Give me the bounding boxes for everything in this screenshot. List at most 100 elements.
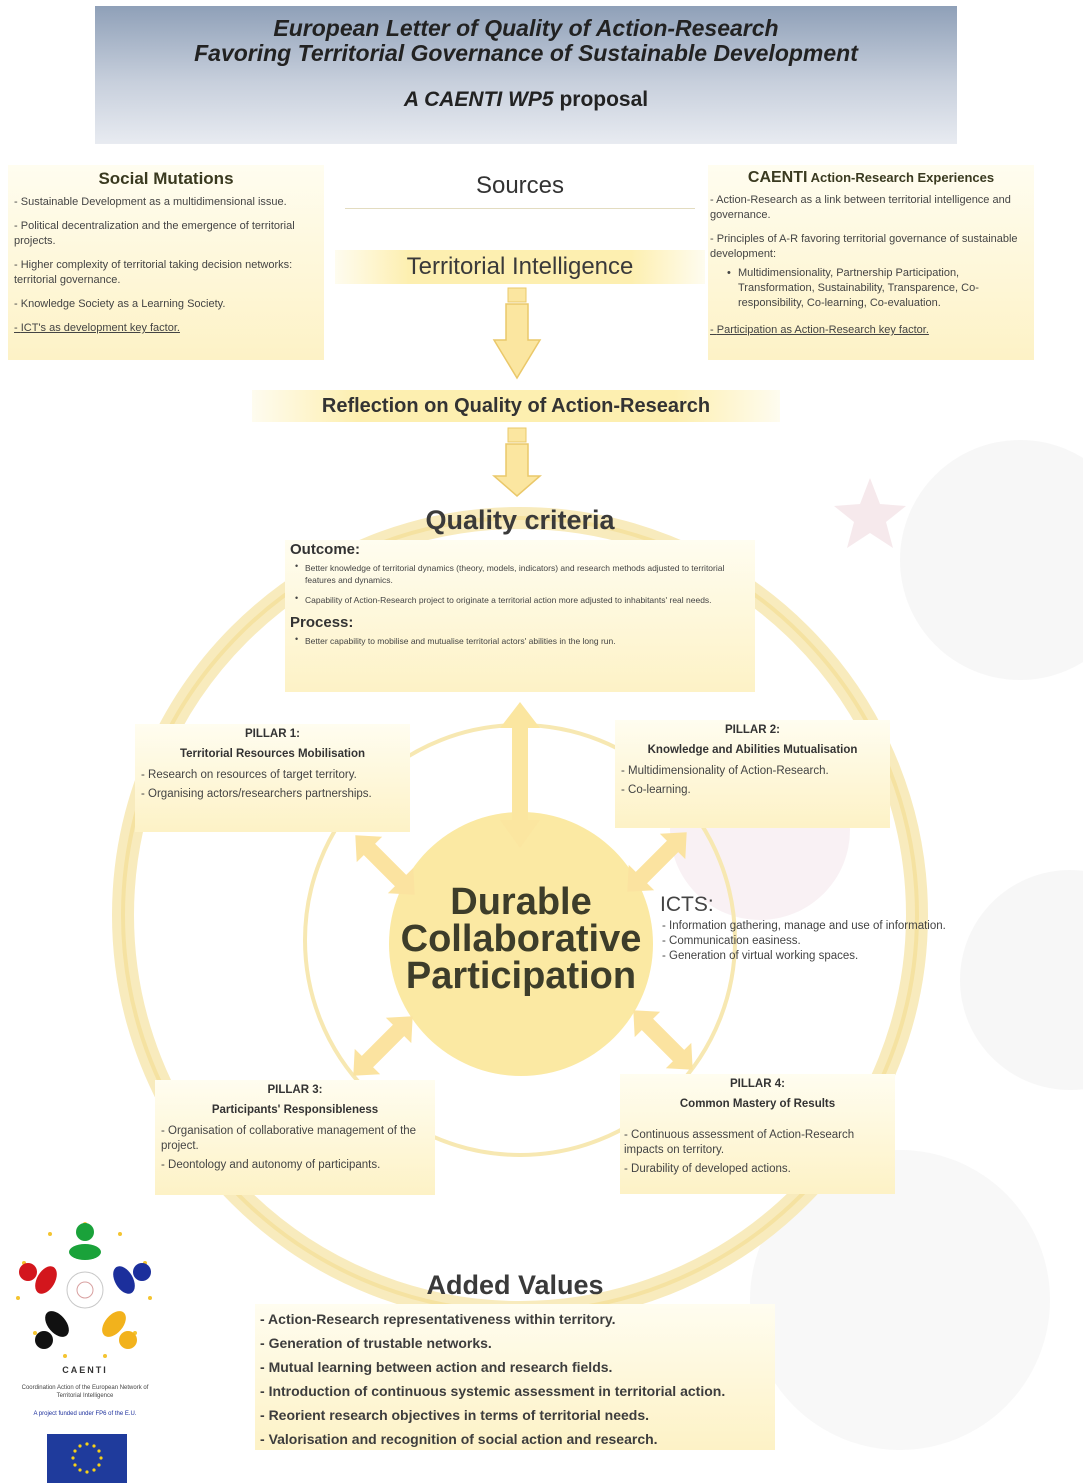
list-item: Action-Research representativeness withi…	[260, 1307, 775, 1331]
added-values-list: Action-Research representativeness withi…	[260, 1307, 775, 1451]
header-title: European Letter of Quality of Action-Res…	[95, 16, 957, 66]
bullet-icon: •	[727, 267, 731, 279]
reflection-label: Reflection on Quality of Action-Research	[252, 390, 780, 422]
list-item: Principles of A-R favoring territorial g…	[710, 232, 1026, 262]
list-item: Better capability to mobilise and mutual…	[291, 633, 735, 647]
caenti-sub-item-text: Multidimensionality, Partnership Partici…	[738, 267, 979, 309]
header-banner: European Letter of Quality of Action-Res…	[95, 6, 957, 144]
list-item: Action-Research as a link between territ…	[710, 193, 1026, 223]
caenti-sub-item: • Multidimensionality, Partnership Partic…	[727, 266, 1016, 311]
pillar-1-panel: PILLAR 1: Territorial Resources Mobilisa…	[135, 724, 410, 832]
center-circle	[389, 812, 653, 1076]
list-item: Higher complexity of territorial taking …	[14, 258, 316, 288]
list-item: Generation of trustable networks.	[260, 1331, 775, 1355]
quality-criteria-panel: Outcome: Better knowledge of territorial…	[285, 540, 755, 692]
center-title: Durable Collaborative Participation	[388, 881, 654, 997]
list-item: Capability of Action-Research project to…	[291, 592, 735, 606]
arrow-pillar3	[353, 1016, 413, 1076]
bg-blob-gray	[900, 440, 1083, 680]
added-values-panel: Action-Research representativeness withi…	[255, 1304, 775, 1450]
list-item: Organising actors/researchers partnershi…	[141, 787, 402, 802]
list-item: Co-learning.	[621, 783, 882, 798]
social-mutations-title: Social Mutations	[98, 169, 234, 188]
list-item: Valorisation and recognition of social a…	[260, 1427, 775, 1451]
logo-name: CAENTI	[62, 1365, 108, 1375]
bg-star	[834, 478, 906, 548]
pillar-2-list: Multidimensionality of Action-Research. …	[621, 764, 882, 798]
list-item: Deontology and autonomy of participants.	[161, 1158, 427, 1173]
arrow-pillar2	[627, 832, 687, 892]
title-line-1: European Letter of Quality of Action-Res…	[273, 15, 779, 41]
list-item: Reorient research objectives in terms of…	[260, 1403, 775, 1427]
caenti-logo-icon	[16, 1222, 152, 1358]
proposal-label: A CAENTI WP5 proposal	[95, 88, 957, 112]
pillar-1-number: PILLAR 1:	[245, 728, 300, 740]
caenti-list: Action-Research as a link between territ…	[710, 193, 1026, 262]
pillar-2-panel: PILLAR 2: Knowledge and Abilities Mutual…	[615, 720, 890, 828]
list-item: Research on resources of target territor…	[141, 768, 402, 783]
social-mutations-list: Sustainable Development as a multidimens…	[14, 195, 316, 336]
pillar-2-number: PILLAR 2:	[725, 724, 780, 736]
caenti-title-main: CAENTI	[747, 169, 808, 186]
outcome-label: Outcome:	[290, 541, 361, 558]
pillar-4-name: Common Mastery of Results	[679, 1098, 836, 1110]
territorial-intelligence-label: Territorial Intelligence	[335, 250, 705, 284]
caenti-experiences-panel: CAENTI Action-Research Experiences Actio…	[708, 165, 1034, 360]
icts-title: ICTS:	[660, 893, 714, 916]
arrow2-stem-top	[507, 427, 527, 443]
list-item: Continuous assessment of Action-Research…	[624, 1128, 885, 1158]
pillar-3-list: Organisation of collaborative management…	[161, 1124, 427, 1173]
outcome-list: Better knowledge of territorial dynamics…	[291, 560, 735, 606]
list-item: Sustainable Development as a multidimens…	[14, 195, 316, 210]
pillar-2-name: Knowledge and Abilities Mutualisation	[647, 744, 858, 756]
pillar-3-number: PILLAR 3:	[267, 1084, 323, 1096]
sources-label: Sources	[345, 172, 695, 209]
icts-list: Information gathering, manage and use of…	[662, 919, 1000, 964]
icts-block: ICTS: Information gathering, manage and …	[660, 893, 1000, 964]
center-line-1: Durable	[450, 881, 592, 923]
list-item: Generation of virtual working spaces.	[662, 949, 1000, 964]
social-mutations-panel: Social Mutations Sustainable Development…	[8, 165, 324, 360]
caenti-title-rest: Action-Research Experiences	[807, 170, 995, 185]
pillar-4-number: PILLAR 4:	[730, 1078, 785, 1090]
quality-criteria-title: Quality criteria	[425, 505, 615, 535]
list-item: Communication easiness.	[662, 934, 1000, 949]
arrow1-stem-top	[507, 287, 527, 303]
list-item: Better knowledge of territorial dynamics…	[291, 560, 735, 586]
pillar-3-panel: PILLAR 3: Participants' Responsibleness …	[155, 1080, 435, 1195]
process-list: Better capability to mobilise and mutual…	[291, 633, 735, 647]
vertical-double-arrow	[500, 702, 540, 848]
pillar-3-name: Participants' Responsibleness	[211, 1104, 379, 1116]
pillar-4-list: Continuous assessment of Action-Research…	[624, 1128, 885, 1177]
proposal-italic: A CAENTI WP5	[403, 88, 554, 111]
list-item: Information gathering, manage and use of…	[662, 919, 1000, 934]
list-item: Mutual learning between action and resea…	[260, 1355, 775, 1379]
process-label: Process:	[290, 614, 354, 631]
list-item: Multidimensionality of Action-Research.	[621, 764, 882, 779]
pillar-1-name: Territorial Resources Mobilisation	[179, 748, 366, 760]
list-item: Organisation of collaborative management…	[161, 1124, 427, 1154]
caenti-title: CAENTI Action-Research Experiences	[708, 169, 1034, 187]
down-arrow-2	[491, 443, 543, 497]
center-line-3: Participation	[405, 955, 637, 997]
pillar-1-list: Research on resources of target territor…	[141, 768, 402, 802]
proposal-rest: proposal	[553, 88, 649, 111]
list-item: Knowledge Society as a Learning Society.	[14, 297, 316, 312]
center-line-2: Collaborative	[400, 918, 642, 960]
arrow-pillar1	[355, 835, 415, 895]
list-item: Introduction of continuous systemic asse…	[260, 1379, 775, 1403]
down-arrow-1	[492, 303, 542, 380]
eu-flag-icon	[47, 1434, 127, 1483]
list-item: Durability of developed actions.	[624, 1162, 885, 1177]
added-values-title: Added Values	[426, 1270, 604, 1300]
title-line-2: Favoring Territorial Governance of Susta…	[194, 40, 858, 66]
list-item: ICT's as development key factor.	[14, 321, 316, 336]
list-item: Political decentralization and the emerg…	[14, 219, 316, 249]
caenti-list-2: Participation as Action-Research key fac…	[710, 323, 1026, 338]
list-item: Participation as Action-Research key fac…	[710, 323, 1026, 338]
logo-description: Coordination Action of the European Netw…	[21, 1385, 149, 1399]
arrow-pillar4	[633, 1010, 693, 1070]
logo-funding: A project funded under FP6 of the E.U.	[33, 1411, 137, 1417]
pillar-4-panel: PILLAR 4: Common Mastery of Results Cont…	[620, 1074, 895, 1194]
